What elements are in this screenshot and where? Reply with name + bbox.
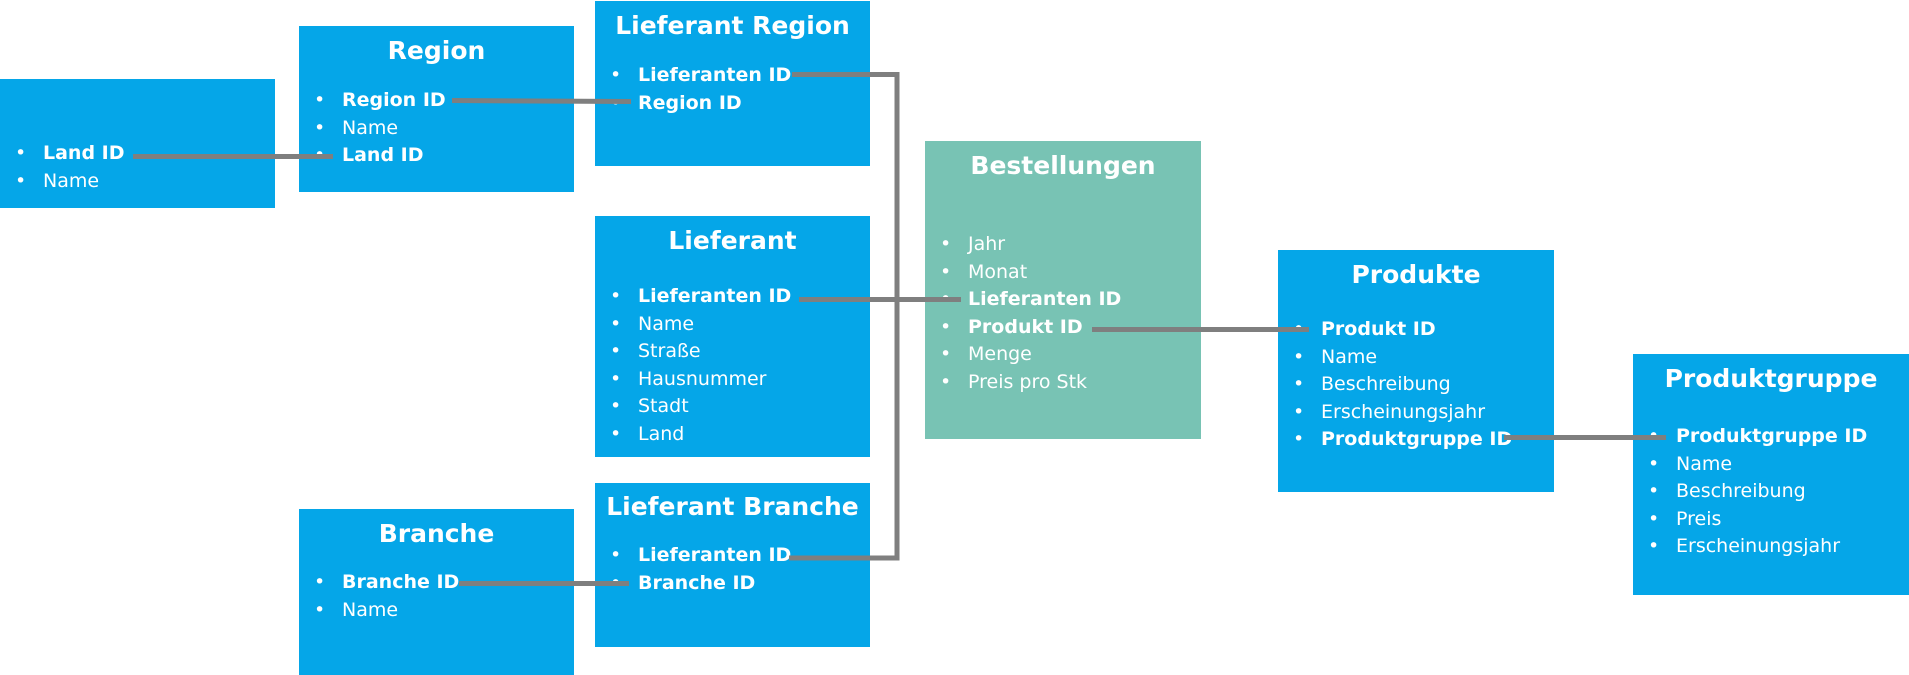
entity-land: Land Land ID Name xyxy=(0,3,275,208)
entity-bestellungen: Bestellungen Jahr Monat Lieferanten ID P… xyxy=(925,141,1201,439)
field-list-produkte: Produkt ID Name Beschreibung Erscheinung… xyxy=(1278,316,1554,454)
field-list-branche: Branche ID Name xyxy=(299,569,574,624)
field-land-id: Land ID xyxy=(0,140,275,168)
entity-lieferant-region: Lieferant Region Lieferanten ID Region I… xyxy=(595,1,870,166)
field-monat: Monat xyxy=(925,259,1201,287)
field-list-region: Region ID Name Land ID xyxy=(299,87,574,170)
entity-title-region: Region xyxy=(387,36,486,65)
field-jahr: Jahr xyxy=(925,231,1201,259)
field-produkt-id: Produkt ID xyxy=(925,314,1201,342)
field-produktgruppe-id: Produktgruppe ID xyxy=(1278,426,1554,454)
field-region-id: Region ID xyxy=(299,87,574,115)
field-list-bestellungen: Jahr Monat Lieferanten ID Produkt ID Men… xyxy=(925,231,1201,396)
field-name: Name xyxy=(1278,344,1554,372)
field-preis-pro-stk: Preis pro Stk xyxy=(925,369,1201,397)
field-list-lieferant: Lieferanten ID Name Straße Hausnummer St… xyxy=(595,283,870,448)
field-list-lieferant-branche: Lieferanten ID Branche ID xyxy=(595,542,870,597)
field-preis: Preis xyxy=(1633,506,1909,534)
field-stadt: Stadt xyxy=(595,393,870,421)
field-strasse: Straße xyxy=(595,338,870,366)
field-land-id: Land ID xyxy=(299,142,574,170)
field-lieferanten-id: Lieferanten ID xyxy=(595,542,870,570)
field-produkt-id: Produkt ID xyxy=(1278,316,1554,344)
entity-lieferant: Lieferant Lieferanten ID Name Straße Hau… xyxy=(595,216,870,457)
field-name: Name xyxy=(1633,451,1909,479)
field-beschreibung: Beschreibung xyxy=(1633,478,1909,506)
entity-title-lieferant-branche: Lieferant Branche xyxy=(606,492,859,521)
entity-title-bestellungen: Bestellungen xyxy=(970,151,1156,180)
entity-title-produktgruppe: Produktgruppe xyxy=(1664,364,1878,393)
field-list-land: Land ID Name xyxy=(0,140,275,195)
entity-produkte: Produkte Produkt ID Name Beschreibung Er… xyxy=(1278,250,1554,492)
entity-title-land: Land xyxy=(103,3,172,32)
field-menge: Menge xyxy=(925,341,1201,369)
field-list-produktgruppe: Produktgruppe ID Name Beschreibung Preis… xyxy=(1633,423,1909,561)
entity-branche: Branche Branche ID Name xyxy=(299,509,574,675)
field-lieferanten-id: Lieferanten ID xyxy=(595,62,870,90)
entity-region: Region Region ID Name Land ID xyxy=(299,26,574,192)
field-erscheinungsjahr: Erscheinungsjahr xyxy=(1278,399,1554,427)
field-list-lieferant-region: Lieferanten ID Region ID xyxy=(595,62,870,117)
field-name: Name xyxy=(299,597,574,625)
entity-lieferant-branche: Lieferant Branche Lieferanten ID Branche… xyxy=(595,483,870,647)
field-beschreibung: Beschreibung xyxy=(1278,371,1554,399)
entity-title-lieferant-region: Lieferant Region xyxy=(615,11,850,40)
field-hausnummer: Hausnummer xyxy=(595,366,870,394)
field-name: Name xyxy=(0,168,275,196)
field-branche-id: Branche ID xyxy=(299,569,574,597)
field-land: Land xyxy=(595,421,870,449)
entity-title-branche: Branche xyxy=(378,519,495,548)
entity-produktgruppe: Produktgruppe Produktgruppe ID Name Besc… xyxy=(1633,354,1909,595)
field-erscheinungsjahr: Erscheinungsjahr xyxy=(1633,533,1909,561)
field-produktgruppe-id: Produktgruppe ID xyxy=(1633,423,1909,451)
field-lieferanten-id: Lieferanten ID xyxy=(595,283,870,311)
entity-title-produkte: Produkte xyxy=(1351,260,1481,289)
field-name: Name xyxy=(595,311,870,339)
field-branche-id: Branche ID xyxy=(595,570,870,598)
field-name: Name xyxy=(299,115,574,143)
field-lieferanten-id: Lieferanten ID xyxy=(925,286,1201,314)
entity-title-lieferant: Lieferant xyxy=(668,226,797,255)
field-region-id: Region ID xyxy=(595,90,870,118)
